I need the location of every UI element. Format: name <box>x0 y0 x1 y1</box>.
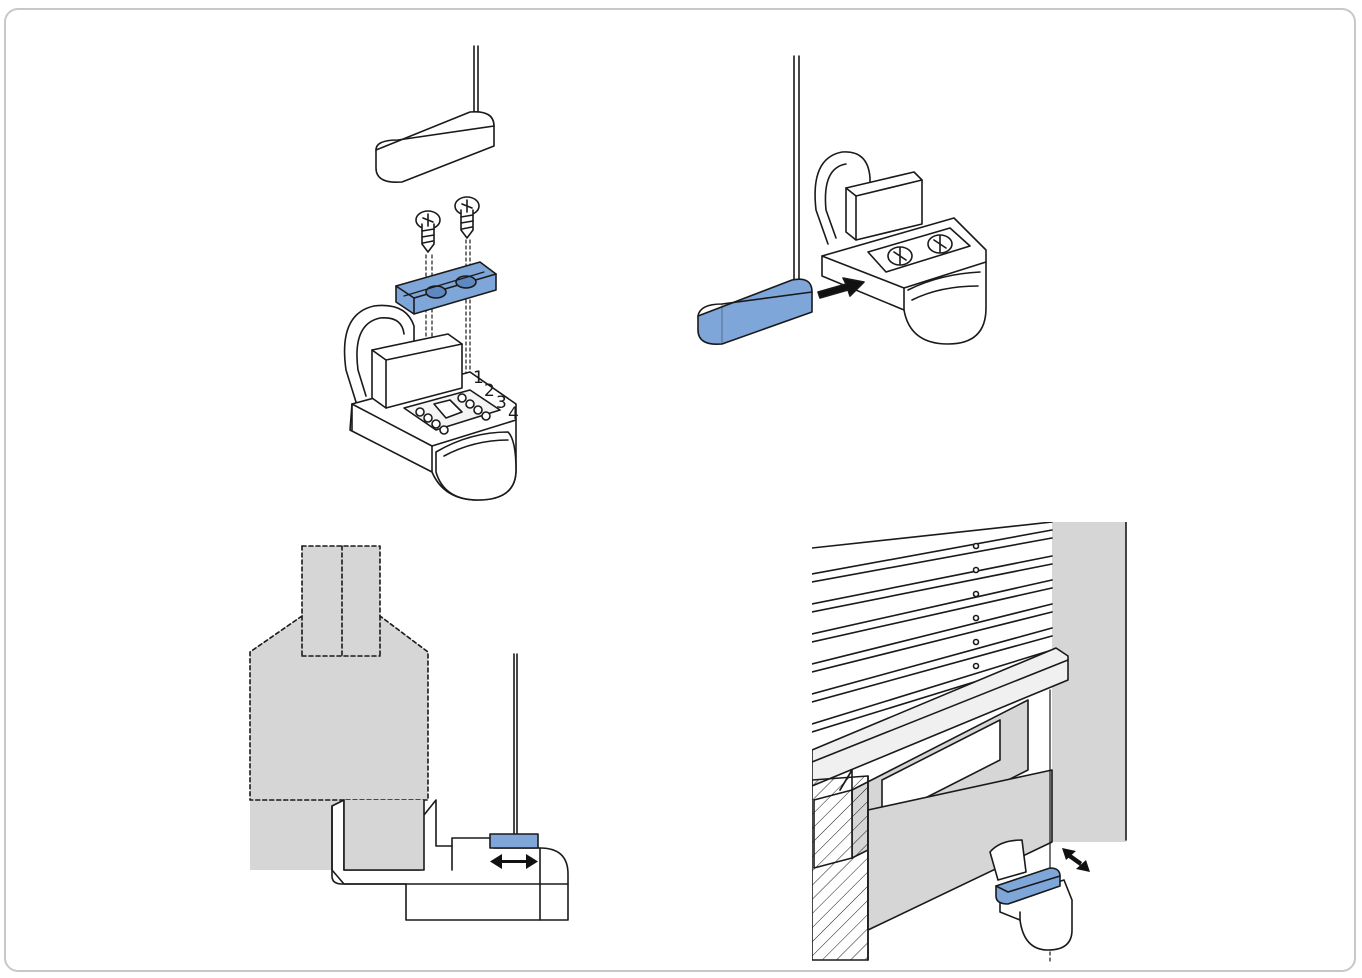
slot-number-2: 2 <box>484 381 495 401</box>
slide-arrow-horizontal <box>490 854 538 869</box>
window-sill <box>812 769 1053 961</box>
slider-plate-blue <box>395 261 497 315</box>
cord-cap-white <box>375 110 495 184</box>
screw-left <box>415 210 441 253</box>
window-frame-section <box>249 545 429 870</box>
bracket-installed <box>989 839 1073 951</box>
bracket-body <box>343 304 517 501</box>
cord-cap-blue-installed <box>995 867 1061 905</box>
pleated-blind <box>812 522 1069 787</box>
slot-number-3: 3 <box>496 393 507 413</box>
bracket-side <box>331 799 569 921</box>
panel-installed-view <box>812 522 1127 962</box>
figure-frame <box>4 8 1356 972</box>
panel-exploded-assembly: 1 2 3 4 <box>343 45 519 501</box>
screw-right <box>454 196 480 239</box>
slot-number-4: 4 <box>508 404 519 424</box>
slide-arrow-diagonal <box>1062 848 1090 872</box>
cord-cap-blue <box>697 278 813 346</box>
insert-arrow <box>817 277 865 299</box>
panel-insert-cap <box>697 55 987 346</box>
cord-cap-blue-side <box>489 833 539 849</box>
slot-number-1: 1 <box>473 368 484 388</box>
bracket-body-mounted <box>814 151 987 345</box>
panel-side-section <box>249 545 569 921</box>
